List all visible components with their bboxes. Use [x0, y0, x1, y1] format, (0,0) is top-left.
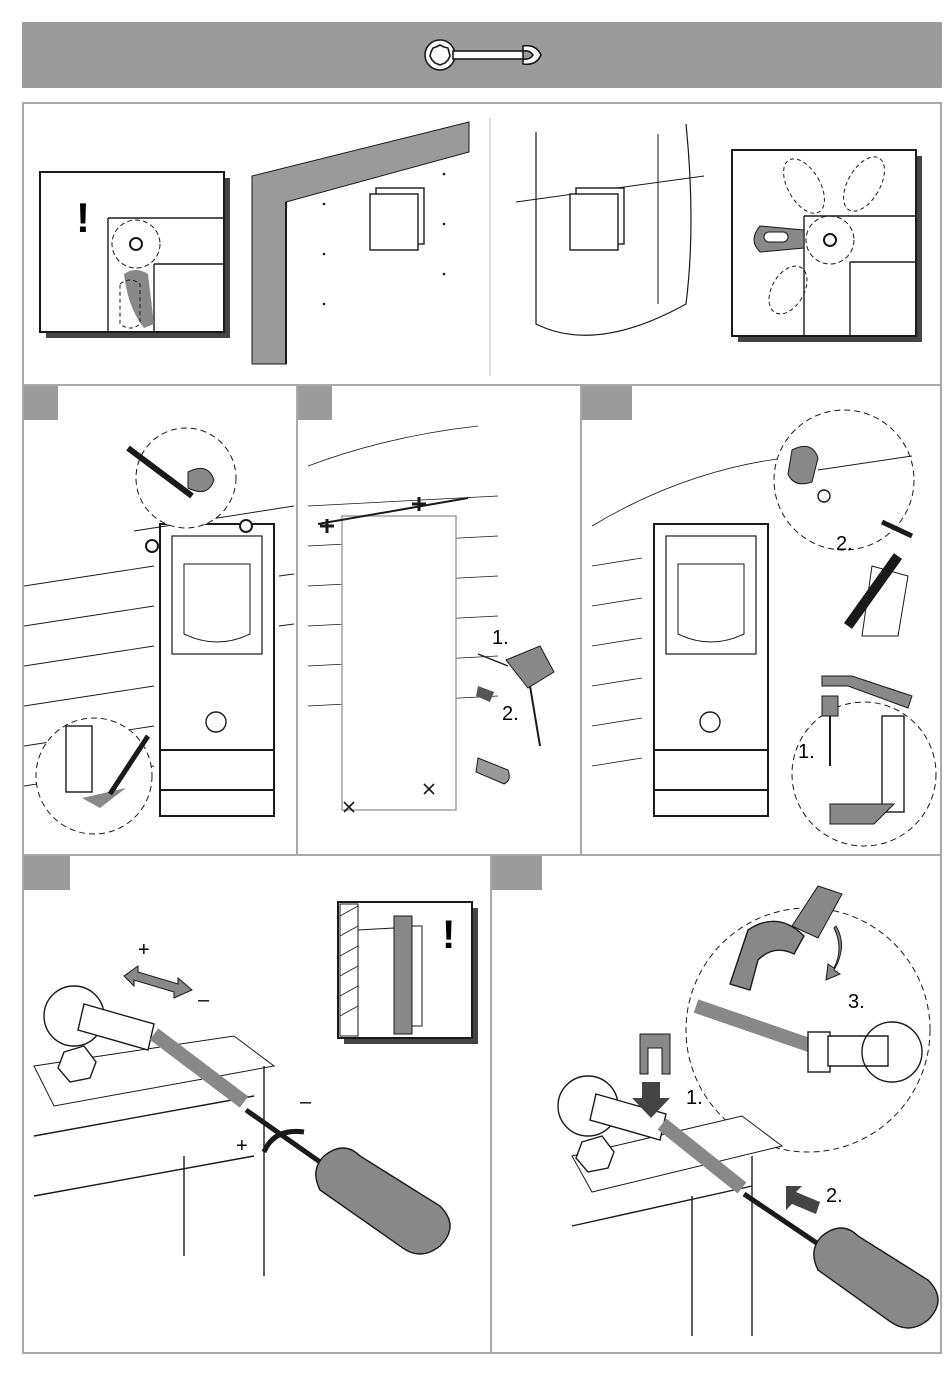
- warning-mark: !: [442, 913, 455, 957]
- frame-marking-illustration: [24, 386, 294, 856]
- step-tab: [298, 386, 332, 420]
- step-number-3: 3.: [848, 991, 865, 1013]
- fix-clip-illustration: 3. 1. 2.: [492, 856, 940, 1354]
- warning-mark: !: [76, 194, 90, 241]
- instruction-sheet: !: [22, 102, 942, 1354]
- step-mark-frame: [24, 384, 296, 854]
- step-number-2: 2.: [836, 533, 853, 555]
- step-mount-frame: 2. 1.: [580, 384, 940, 854]
- intro-illustration: !: [24, 104, 940, 384]
- adjust-plus-bottom: +: [236, 1135, 248, 1157]
- step-number-1: 1.: [798, 741, 815, 763]
- step-tab: [24, 856, 70, 890]
- step-number-2: 2.: [502, 703, 519, 725]
- drill-holes-illustration: 1. 2.: [298, 386, 580, 856]
- step-drill-holes: 1. 2.: [296, 384, 580, 854]
- step-number-1: 1.: [492, 627, 509, 649]
- wrench-icon: [22, 22, 942, 88]
- intro-panel: !: [24, 104, 940, 384]
- step-adjust-depth: ! + – – +: [24, 854, 490, 1352]
- adjust-minus-top: –: [198, 989, 210, 1011]
- mount-frame-illustration: 2. 1.: [582, 386, 940, 856]
- header-bar: [22, 22, 942, 88]
- adjust-plus-top: +: [138, 939, 150, 961]
- step-tab: [24, 386, 58, 420]
- step-number-1: 1.: [686, 1087, 703, 1109]
- step-fix-clip: 3. 1. 2.: [490, 854, 940, 1352]
- step-tab: [492, 856, 542, 890]
- adjust-depth-illustration: ! + – – +: [24, 856, 488, 1354]
- adjust-minus-right: –: [300, 1091, 312, 1113]
- step-number-2: 2.: [826, 1185, 843, 1207]
- step-tab: [582, 386, 632, 420]
